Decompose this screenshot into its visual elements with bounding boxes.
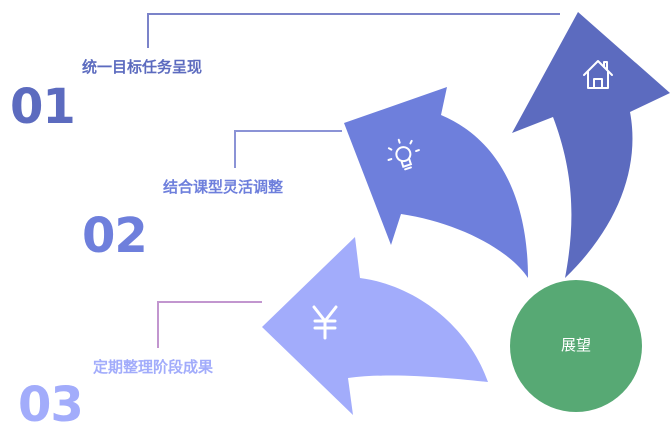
connector-line-01 (147, 13, 560, 48)
center-circle (510, 280, 642, 412)
center-label: 展望 (560, 336, 591, 354)
connector-line-02 (234, 130, 342, 168)
lightbulb-icon (387, 138, 420, 171)
step-label-03: 定期整理阶段成果 (93, 358, 214, 376)
arrow-02 (344, 87, 528, 278)
step-number-03: 03 (18, 377, 84, 433)
step-label-02: 结合课型灵活调整 (163, 178, 284, 196)
arrow-03 (262, 237, 488, 415)
yuan-icon (312, 305, 338, 340)
step-label-01: 统一目标任务呈现 (82, 58, 203, 76)
connector-line-03 (157, 301, 262, 348)
step-number-02: 02 (82, 208, 148, 264)
step-number-01: 01 (10, 79, 76, 135)
house-icon (583, 60, 613, 89)
arrow-01 (512, 12, 670, 278)
